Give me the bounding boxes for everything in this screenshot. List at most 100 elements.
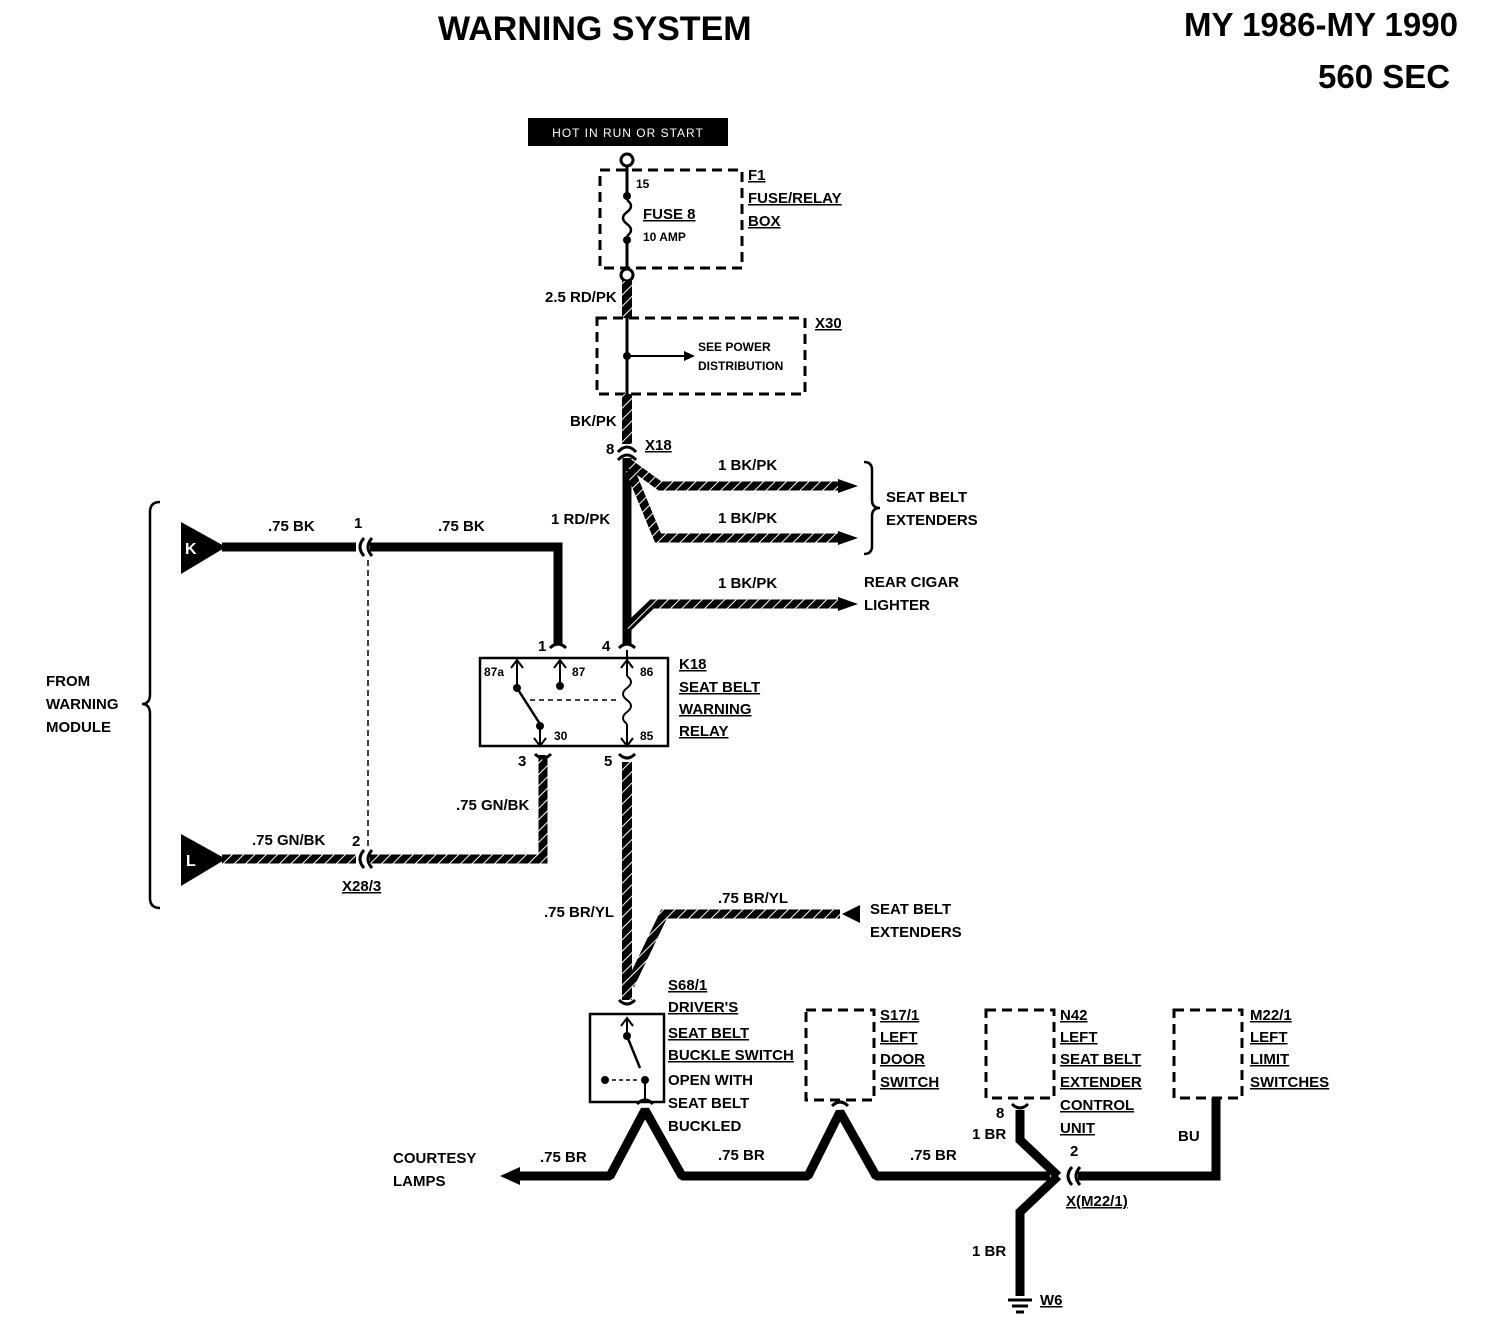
x30-text-2: DISTRIBUTION (698, 359, 783, 373)
term-30: 30 (554, 729, 568, 743)
wire-n42-br (1015, 1110, 1062, 1180)
relay-name-3: RELAY (679, 723, 728, 740)
x30-id: X30 (815, 315, 842, 332)
wire-extender-1 (624, 458, 838, 491)
m22-id: M22/1 (1250, 1007, 1292, 1024)
wire-k-right-label: .75 BK (438, 518, 485, 535)
switch-contact-icon (625, 1035, 642, 1069)
splice-connector (1066, 1166, 1074, 1186)
wire-br-yl-trunk (622, 762, 632, 1000)
branch-label-2: EXTENDERS (870, 924, 962, 941)
n42-id: N42 (1060, 1007, 1088, 1024)
s17-name-3: SWITCH (880, 1074, 939, 1091)
n42-name-2: SEAT BELT (1060, 1051, 1141, 1068)
n42-name-4: CONTROL (1060, 1097, 1134, 1114)
ground-wire-1-label: .75 BR (540, 1149, 587, 1166)
conn-pin-1: 1 (354, 515, 362, 532)
cigar-label-2: LIGHTER (864, 597, 930, 614)
switch-note-2: SEAT BELT (668, 1095, 749, 1112)
fuse-relay-box: 15 FUSE 8 10 AMP (598, 166, 744, 270)
ground-wire-3-label: .75 BR (910, 1147, 957, 1164)
model-years: MY 1986-MY 1990 (1184, 6, 1458, 43)
conn-pin-2: 2 (352, 833, 360, 850)
extenders-bracket (863, 460, 881, 556)
extenders-label-2: EXTENDERS (886, 512, 978, 529)
m22-name-2: LIMIT (1250, 1051, 1289, 1068)
splice-id: X(M22/1) (1066, 1193, 1128, 1210)
x30-text-1: SEE POWER (698, 340, 771, 354)
wire-rd-pk (622, 281, 632, 318)
term-87a: 87a (484, 665, 504, 679)
terminal-k-icon (181, 522, 226, 574)
wire-to-ground (1015, 1172, 1062, 1296)
wire-bk-pk (622, 394, 632, 444)
door-switch-box (804, 1008, 876, 1102)
conn-id: X28/3 (342, 878, 381, 895)
s17-name-2: DOOR (880, 1051, 925, 1068)
wire-br-ground-bus (518, 1107, 1050, 1181)
seat-belt-warning-relay: 87a 87 86 30 85 (478, 642, 670, 760)
wire-k-right (370, 542, 563, 645)
wire-l-right (370, 755, 548, 864)
courtesy-label-2: LAMPS (393, 1173, 446, 1190)
arrow-cigar-icon (838, 597, 858, 611)
fuse-name: FUSE 8 (643, 206, 696, 223)
switch-id: S68/1 (668, 977, 707, 994)
s17-id: S17/1 (880, 1007, 919, 1024)
diagram-title: WARNING SYSTEM (438, 10, 752, 48)
f1-name-1: FUSE/RELAY (748, 190, 842, 207)
ground-id: W6 (1040, 1292, 1063, 1309)
wire-m22-bu (1078, 1098, 1221, 1181)
x30-power-distribution: SEE POWER DISTRIBUTION (595, 316, 807, 396)
relay-name-1: SEAT BELT (679, 679, 760, 696)
wire-cigar-label: 1 BK/PK (718, 575, 777, 592)
relay-name-2: WARNING (679, 701, 752, 718)
f1-id: F1 (748, 167, 766, 184)
x18-connector (616, 445, 638, 454)
ground-wire-label: 1 BR (972, 1243, 1006, 1260)
arrow-courtesy-icon (500, 1167, 520, 1185)
fuse-icon (621, 199, 633, 237)
terminal-top (619, 152, 635, 168)
term-85: 85 (640, 729, 654, 743)
switch-note-1: OPEN WITH (668, 1072, 753, 1089)
wire-extender-2 (625, 468, 838, 543)
relay-pin-3: 3 (518, 753, 526, 770)
wire-x30-out-label: BK/PK (570, 413, 617, 430)
limit-switches-box (1172, 1008, 1244, 1100)
relay-coil-icon (622, 675, 632, 725)
ground-wire-2-label: .75 BR (718, 1147, 765, 1164)
branch-label-1: SEAT BELT (870, 901, 951, 918)
wire-cigar (623, 599, 838, 632)
module-bracket (141, 500, 161, 910)
wire-l-right-label: .75 GN/BK (456, 797, 530, 814)
extender-control-unit-box (984, 1008, 1056, 1100)
arrow-extenders-in-icon (842, 905, 860, 923)
relay-switch-icon (515, 687, 542, 725)
n42-name-5: UNIT (1060, 1120, 1095, 1137)
relay-pin-5: 5 (604, 753, 612, 770)
arrow-extender-1-icon (838, 479, 858, 493)
from-label-3: MODULE (46, 719, 111, 736)
s17-name-1: LEFT (880, 1029, 918, 1046)
term-87: 87 (572, 665, 586, 679)
n42-name-1: LEFT (1060, 1029, 1098, 1046)
n42-wire-label: 1 BR (972, 1126, 1006, 1143)
m22-name-1: LEFT (1250, 1029, 1288, 1046)
m22-name-3: SWITCHES (1250, 1074, 1329, 1091)
m22-wire-label: BU (1178, 1128, 1200, 1145)
term-86: 86 (640, 665, 654, 679)
buckle-switch (588, 998, 666, 1106)
wire-relay-feed-label: 1 RD/PK (551, 511, 610, 528)
hot-label-box: HOT IN RUN OR START (528, 118, 728, 146)
extenders-label-1: SEAT BELT (886, 489, 967, 506)
connector-pin-2 (366, 849, 374, 869)
wire-l-left-label: .75 GN/BK (252, 832, 326, 849)
n42-pin: 8 (996, 1105, 1004, 1122)
n42-name-3: EXTENDER (1060, 1074, 1142, 1091)
terminal-l-icon (181, 834, 226, 886)
hot-label: HOT IN RUN OR START (552, 126, 704, 140)
courtesy-label-1: COURTESY (393, 1150, 476, 1167)
fuse-pin: 15 (636, 177, 650, 191)
from-label-1: FROM (46, 673, 90, 690)
